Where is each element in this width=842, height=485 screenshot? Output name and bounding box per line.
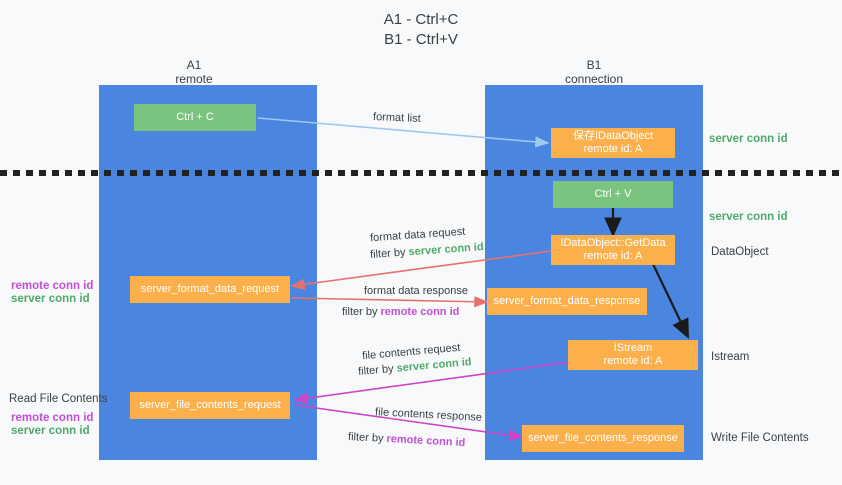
edge-label-format-data-response: format data response xyxy=(364,285,468,297)
column-header-b1: B1 connection xyxy=(564,58,624,86)
label-file-server-conn-id: server conn id xyxy=(11,425,90,437)
box-save-idataobject-label: 保存IDataObject remote id: A xyxy=(572,130,654,155)
filter-prefix-4: filter by xyxy=(347,430,387,445)
label-server-conn-id-top: server conn id xyxy=(709,133,788,145)
box-server-file-contents-request[interactable]: server_file_contents_request xyxy=(130,392,290,419)
edge-label-file-contents-response: file contents response xyxy=(374,406,483,424)
filter-value-4: remote conn id xyxy=(386,432,466,450)
box-server-format-data-request[interactable]: server_format_data_request xyxy=(130,276,290,303)
label-format-server-conn-id: server conn id xyxy=(11,293,90,305)
box-server-format-data-response[interactable]: server_format_data_response xyxy=(487,288,647,315)
label-format-remote-conn-id: remote conn id xyxy=(11,280,94,292)
filter-prefix-3: filter by xyxy=(357,362,398,378)
box-ctrl-v-label: Ctrl + V xyxy=(594,188,632,200)
diagram-title: A1 - Ctrl+C B1 - Ctrl+V xyxy=(383,11,459,48)
filter-value-1: server conn id xyxy=(408,241,484,259)
box-istream-label: IStream remote id: A xyxy=(603,342,663,367)
filter-value-2: remote conn id xyxy=(380,306,460,318)
edge-label-format-list: format list xyxy=(372,110,421,126)
box-server-format-data-request-label: server_format_data_request xyxy=(140,283,280,295)
box-idataobject-getdata[interactable]: IDataObject::GetData remote id: A xyxy=(551,235,675,265)
box-save-idataobject[interactable]: 保存IDataObject remote id: A xyxy=(551,128,675,158)
box-server-file-contents-response-label: server_file_contents_response xyxy=(528,432,678,444)
edge-label-format-data-response-filter: filter by remote conn id xyxy=(342,305,459,319)
label-file-remote-conn-id: remote conn id xyxy=(11,412,94,424)
filter-prefix-2: filter by xyxy=(342,306,381,318)
column-header-a1: A1 remote xyxy=(175,58,213,86)
dashed-separator xyxy=(0,170,842,176)
label-istream: Istream xyxy=(711,351,750,363)
label-server-conn-id-second: server conn id xyxy=(709,211,788,223)
box-server-format-data-response-label: server_format_data_response xyxy=(493,295,641,307)
box-server-file-contents-response[interactable]: server_file_contents_response xyxy=(522,425,684,452)
box-server-file-contents-request-label: server_file_contents_request xyxy=(139,399,281,411)
label-write-file-contents: Write File Contents xyxy=(711,432,809,444)
filter-prefix-1: filter by xyxy=(369,246,409,261)
arrow-format-data-response xyxy=(291,296,489,308)
box-ctrl-v[interactable]: Ctrl + V xyxy=(553,181,673,208)
box-istream[interactable]: IStream remote id: A xyxy=(568,340,698,370)
label-read-file-contents: Read File Contents xyxy=(9,393,108,405)
label-dataobject: DataObject xyxy=(711,246,769,258)
box-ctrl-c-label: Ctrl + C xyxy=(176,111,214,123)
box-idataobject-getdata-label: IDataObject::GetData remote id: A xyxy=(560,237,666,262)
edge-label-file-contents-response-filter: filter by remote conn id xyxy=(348,430,466,450)
box-ctrl-c[interactable]: Ctrl + C xyxy=(134,104,256,131)
